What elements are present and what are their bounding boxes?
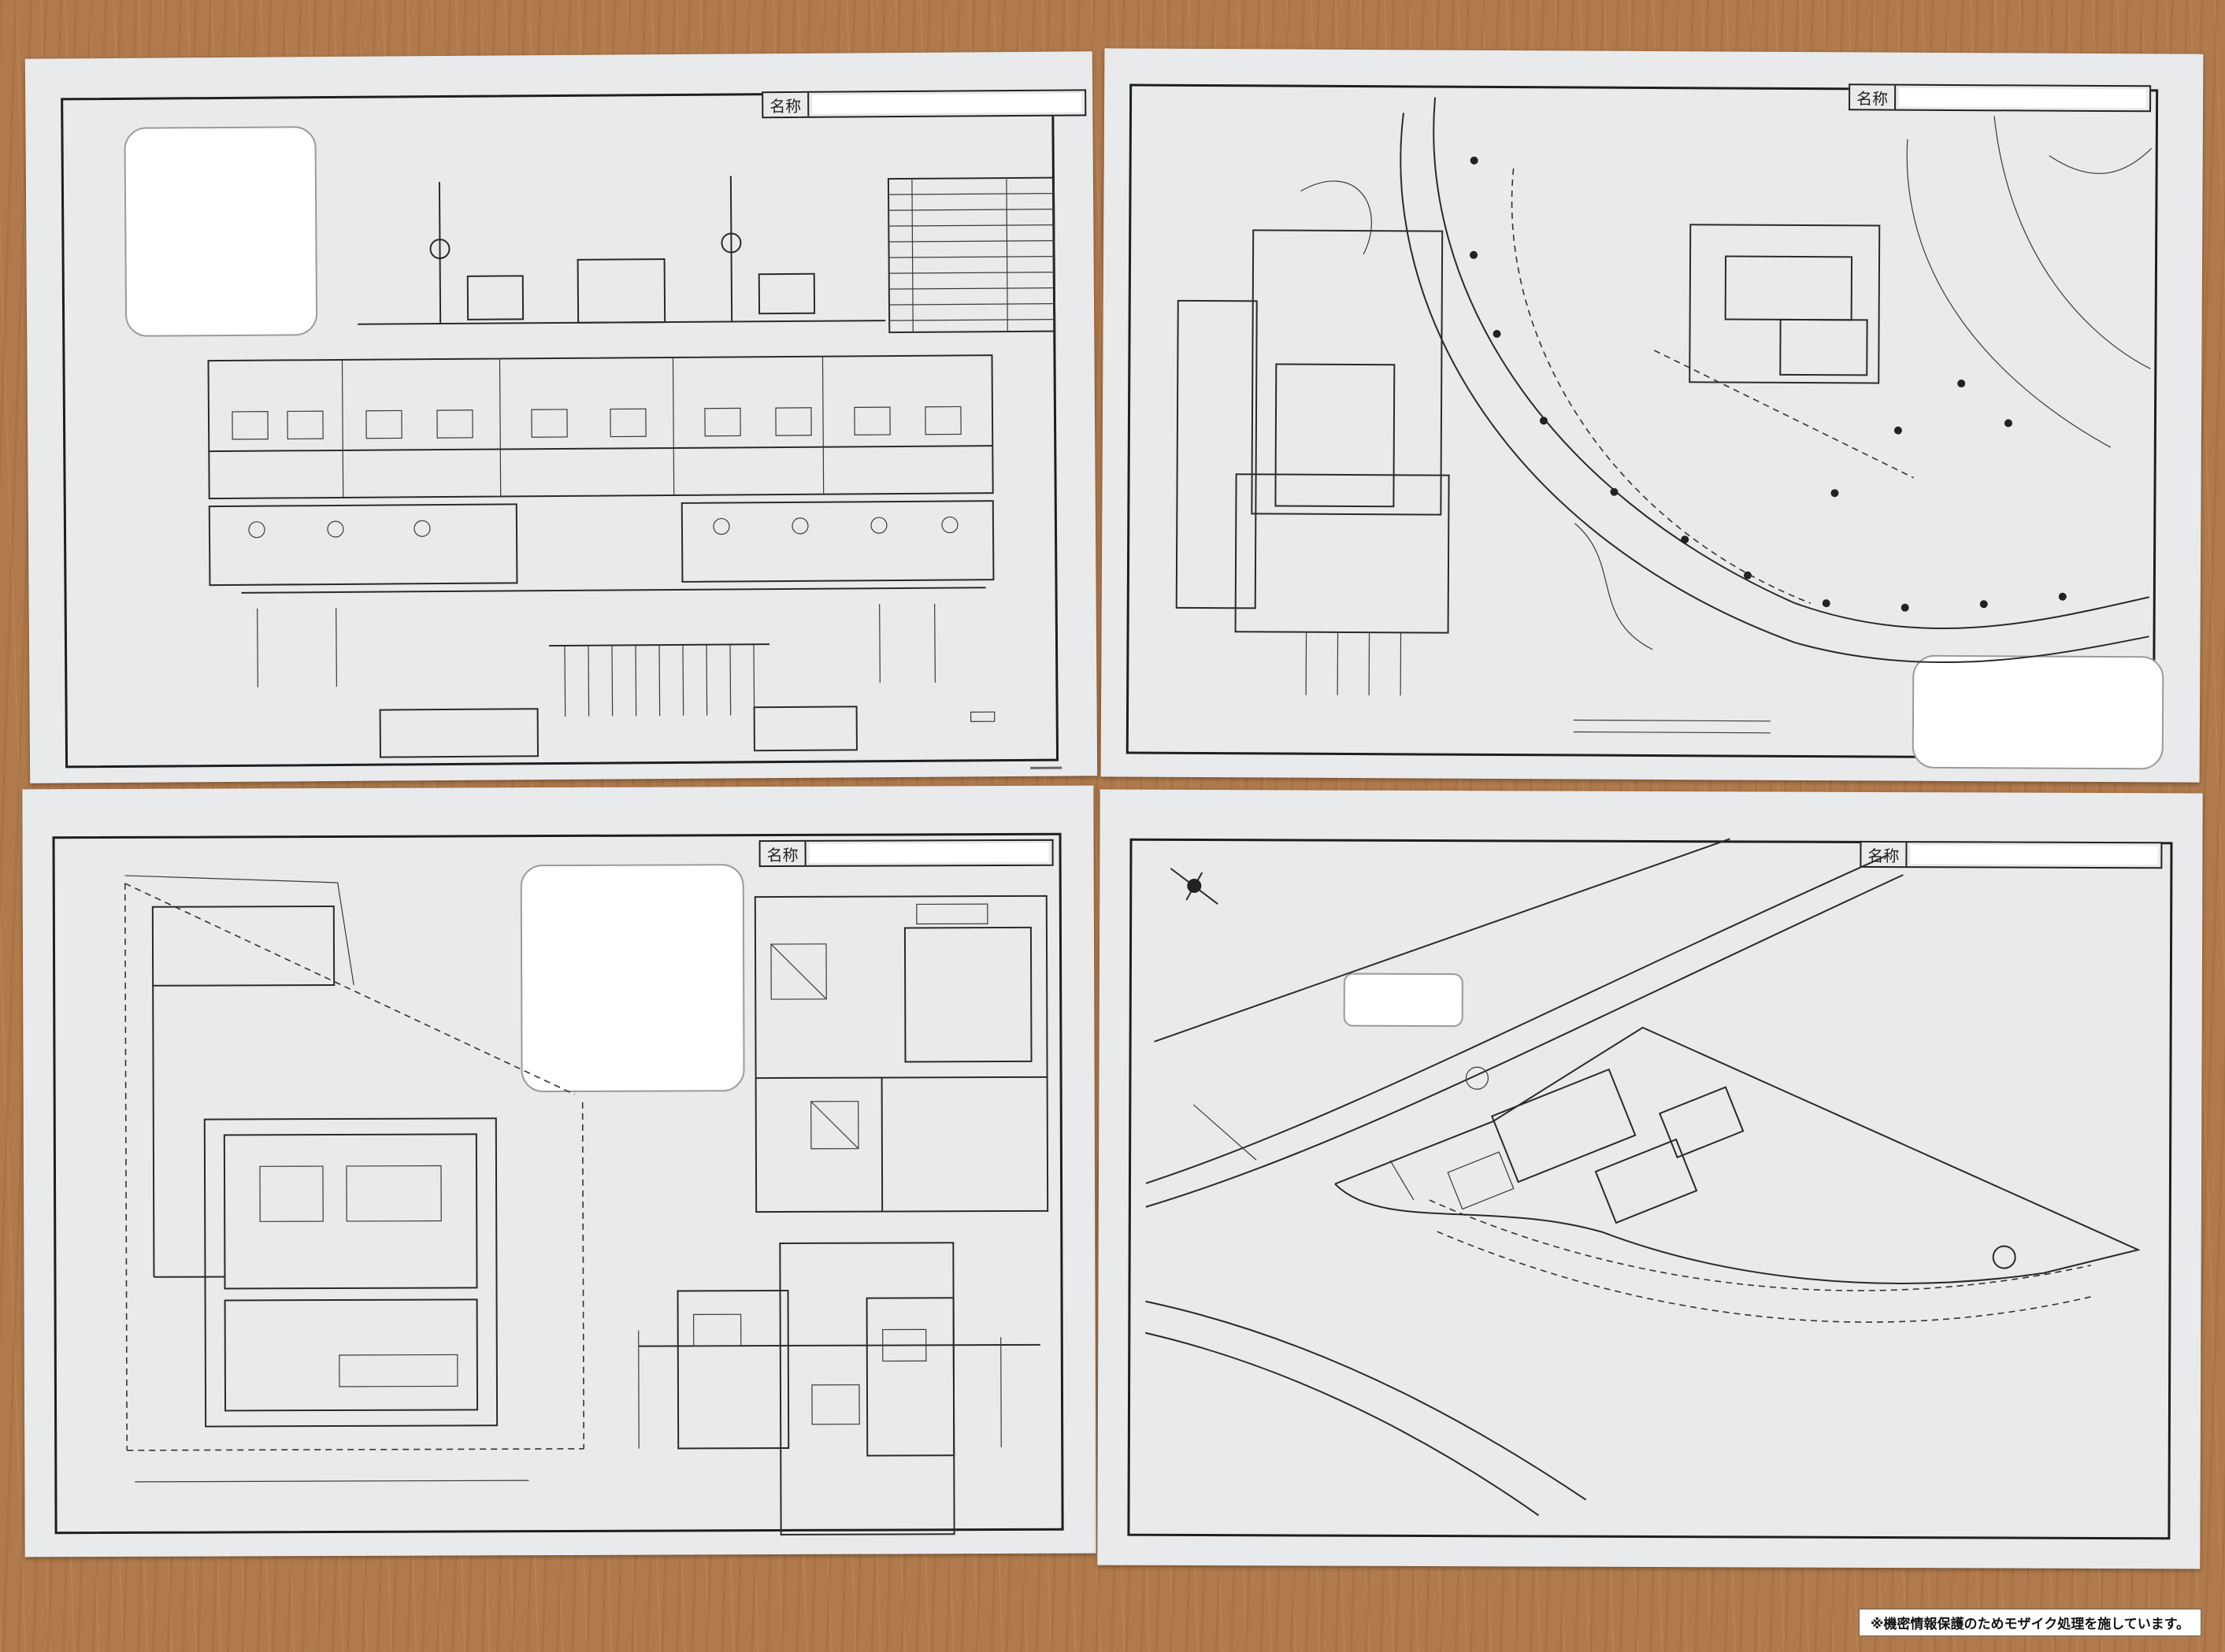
sheet-location-map: 名称 bbox=[1097, 789, 2203, 1569]
location-map-drawing bbox=[1145, 838, 2141, 1517]
site-plan-drawing bbox=[1175, 97, 2153, 734]
single-line-diagram-drawing bbox=[207, 176, 1056, 758]
sheet-single-line-diagram: 名称 bbox=[24, 51, 1098, 783]
confidentiality-notice: ※機密情報保護のためモザイク処理を施しています。 bbox=[1859, 1609, 2201, 1636]
north-arrow-icon bbox=[1170, 868, 1218, 905]
sheet-equipment-layout: 名称 bbox=[22, 785, 1096, 1558]
equipment-layout-drawing bbox=[124, 875, 1049, 1536]
page-number-mark bbox=[1030, 766, 1062, 769]
sheet-site-plan: 名称 bbox=[1100, 48, 2204, 783]
